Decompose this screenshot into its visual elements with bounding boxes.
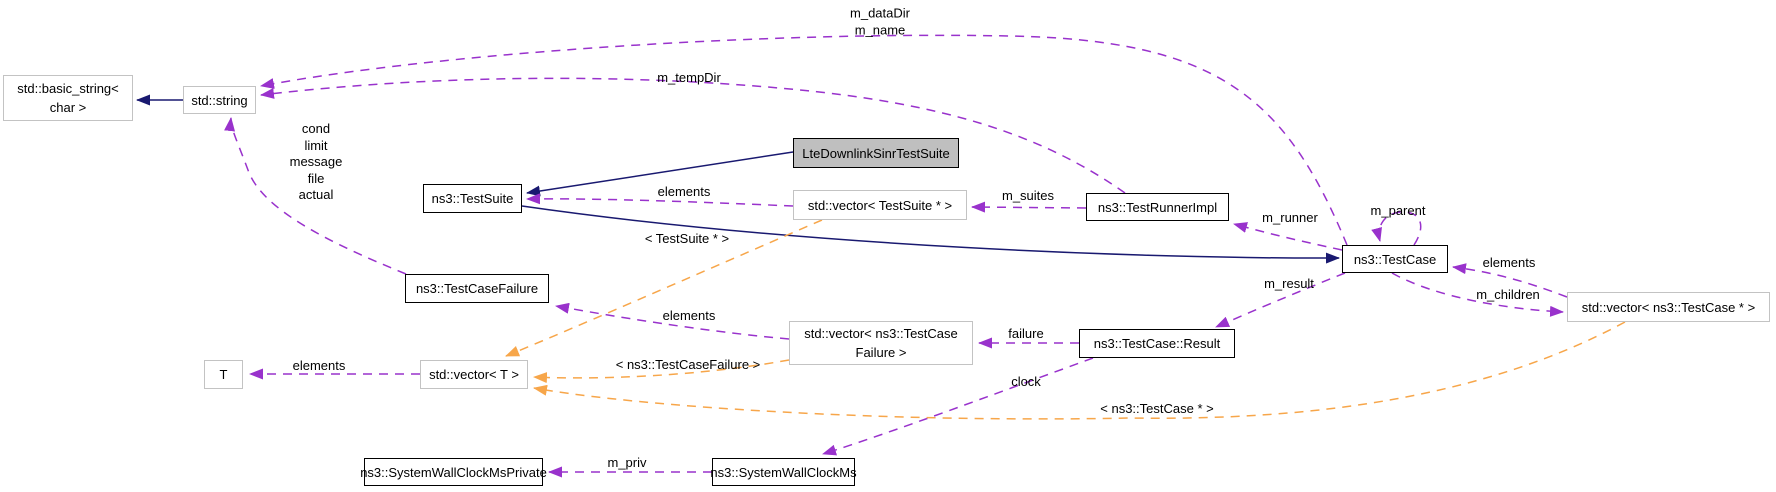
node-std-vector-testsuite: std::vector< TestSuite * > — [793, 190, 967, 220]
node-label: Failure > — [855, 345, 907, 360]
node-ns3-systemwallclockms[interactable]: ns3::SystemWallClockMs — [710, 458, 857, 486]
edge-usage-runner-string-m-tempdir — [260, 77, 1126, 194]
edge-label-testcasefailure-members: cond limit message file actual — [290, 121, 343, 204]
edge-usage-testcase-vectortestcase-m-children — [1391, 272, 1564, 317]
edge-label-line: actual — [298, 186, 334, 202]
edge-usage-testcase-string-m-datadir — [260, 34, 1348, 246]
node-label: std::vector< ns3::TestCase — [804, 326, 958, 341]
edge-label-line: limit — [304, 137, 328, 153]
edge-label-m-runner: m_runner — [1262, 209, 1318, 225]
node-label: LteDownlinkSinrTestSuite — [802, 145, 950, 161]
node-std-vector-ns3-testcasefailure: std::vector< ns3::TestCase Failure > — [789, 321, 973, 365]
edge-label-elements-t: elements — [292, 357, 346, 373]
edge-label-failure: failure — [1008, 325, 1044, 341]
node-label: std::basic_string< — [17, 81, 119, 96]
edge-label-line: file — [307, 170, 325, 186]
edge-label-template-testsuite: < TestSuite * > — [644, 230, 730, 246]
node-std-basic-string: std::basic_string< char > — [3, 75, 133, 121]
node-std-vector-ns3-testcase: std::vector< ns3::TestCase * > — [1567, 292, 1770, 322]
edge-inherit-testsuite-to-testcase — [521, 205, 1340, 264]
edge-label-m-result: m_result — [1264, 275, 1314, 291]
node-label: ns3::TestCase::Result — [1093, 336, 1221, 351]
node-label: ns3::SystemWallClockMsPrivate — [360, 464, 547, 480]
node-ns3-testcase-result[interactable]: ns3::TestCase::Result — [1079, 329, 1235, 358]
node-label: ns3::TestRunnerImpl — [1097, 199, 1218, 215]
node-label: ns3::TestSuite — [431, 191, 514, 206]
edge-label-elements-testsuite: elements — [657, 183, 711, 199]
edge-label-clock: clock — [1011, 373, 1041, 389]
edge-label-m-tempdir: m_tempDir — [657, 69, 721, 85]
edge-usage-testcase-runner-m-runner — [1233, 222, 1343, 251]
edge-usage-testcase-self-m-parent — [1371, 211, 1422, 246]
edge-label-template-testcasefailure: < ns3::TestCaseFailure > — [615, 356, 761, 372]
edge-usage-testcasefailure-string-cond — [224, 117, 407, 275]
edge-label-line: m_name — [854, 22, 906, 37]
edge-label-m-priv: m_priv — [607, 454, 647, 470]
edge-label-template-testcase: < ns3::TestCase * > — [1100, 400, 1214, 416]
node-template-t: T — [204, 360, 243, 389]
node-std-vector-t: std::vector< T > — [420, 360, 528, 389]
edge-label-m-parent: m_parent — [1370, 202, 1426, 218]
node-label: std::string — [191, 92, 248, 108]
edge-usage-runner-vectortestsuite-m-suites — [971, 201, 1087, 213]
edge-label-line: m_dataDir — [850, 5, 910, 21]
node-label: T — [219, 367, 228, 382]
node-label: char > — [49, 100, 87, 115]
node-label: ns3::SystemWallClockMs — [710, 464, 857, 480]
edge-label-elements-testcase: elements — [1482, 254, 1536, 270]
edge-inherit-lte-to-testsuite — [526, 151, 794, 197]
edge-usage-testcase-result-m-result — [1215, 272, 1346, 328]
node-ns3-testsuite[interactable]: ns3::TestSuite — [423, 184, 522, 213]
edge-template-vectortcf-vectort — [533, 359, 790, 384]
node-label: ns3::TestCaseFailure — [415, 281, 539, 296]
node-ns3-testcasefailure[interactable]: ns3::TestCaseFailure — [405, 274, 549, 303]
edge-label-line: message — [289, 153, 343, 169]
edge-template-vectortestsuite-vectort — [505, 219, 823, 357]
node-ns3-testcase[interactable]: ns3::TestCase — [1342, 245, 1448, 273]
node-label: std::vector< ns3::TestCase * > — [1581, 299, 1756, 315]
edge-label-m-suites: m_suites — [1001, 187, 1055, 203]
node-lte-downlink-sinr-test-suite: LteDownlinkSinrTestSuite — [793, 138, 959, 168]
node-label: std::vector< T > — [429, 367, 519, 382]
edge-label-m-children: m_children — [1476, 286, 1540, 302]
edge-label-elements-testcasefailure: elements — [662, 307, 716, 323]
edge-usage-vectortcf-testcasefailure-elements — [555, 302, 790, 340]
edge-usage-result-swc-clock — [822, 357, 1094, 456]
node-ns3-systemwallclockmsprivate[interactable]: ns3::SystemWallClockMsPrivate — [360, 458, 547, 486]
edge-label-m-datadir-m-name: m_dataDir m_name — [850, 6, 910, 39]
node-std-string: std::string — [183, 86, 256, 114]
node-label: std::vector< TestSuite * > — [807, 197, 953, 213]
node-label: ns3::TestCase — [1353, 251, 1437, 267]
edge-usage-vectortestsuite-testsuite-elements — [526, 193, 794, 207]
edge-label-line: cond — [301, 120, 331, 136]
node-ns3-testrunnerimpl[interactable]: ns3::TestRunnerImpl — [1086, 193, 1229, 221]
